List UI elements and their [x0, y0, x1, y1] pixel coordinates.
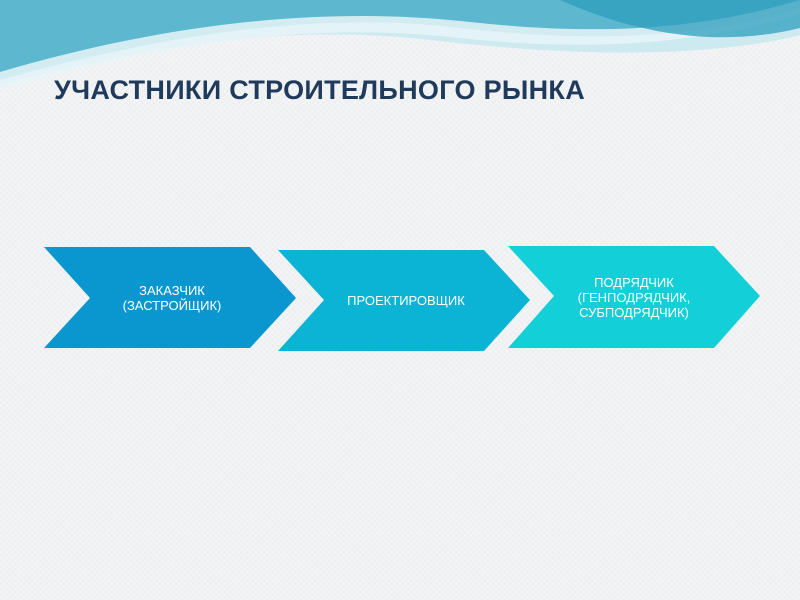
step-3-label: ПОДРЯДЧИК (ГЕНПОДРЯДЧИК, СУБПОДРЯДЧИК): [577, 274, 691, 320]
slide-title: УЧАСТНИКИ СТРОИТЕЛЬНОГО РЫНКА: [54, 75, 586, 105]
wave-main: [0, 0, 800, 80]
step-2-chevron: [278, 250, 530, 351]
header-waves: [0, 0, 800, 90]
step-3-chevron: [508, 246, 760, 348]
wave-top-right: [560, 0, 800, 38]
wave-highlight: [0, 0, 800, 90]
step-1-label: ЗАКАЗЧИК (ЗАСТРОЙЩИК): [122, 282, 222, 313]
step-1-chevron: [44, 247, 296, 348]
step-2-label: ПРОЕКТИРОВЩИК: [347, 293, 465, 308]
